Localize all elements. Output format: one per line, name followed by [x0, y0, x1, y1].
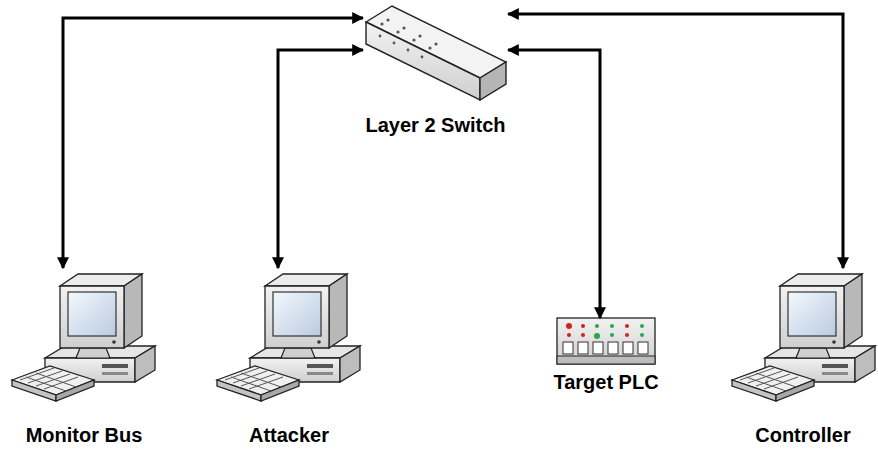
- computer-node: Attacker: [215, 268, 363, 403]
- computer-node: Controller: [733, 268, 873, 403]
- network-link: [278, 50, 363, 268]
- computer-icon: [732, 274, 875, 401]
- switch-icon: [366, 6, 506, 100]
- network-link: [508, 50, 600, 318]
- computer-icon: [217, 274, 360, 401]
- device-label: Controller: [755, 423, 851, 447]
- device-label: Attacker: [249, 423, 329, 447]
- device-label: Layer 2 Switch: [365, 113, 505, 137]
- device-label: Target PLC: [553, 370, 658, 394]
- plc-node: Target PLC: [556, 318, 656, 366]
- computer-node: Monitor Bus: [10, 268, 158, 403]
- computer-icon: [12, 274, 155, 401]
- plc-icon: [557, 318, 655, 364]
- network-link: [508, 14, 843, 268]
- device-label: Monitor Bus: [26, 423, 143, 447]
- network-link: [63, 18, 363, 268]
- switch-node: Layer 2 Switch: [363, 2, 508, 105]
